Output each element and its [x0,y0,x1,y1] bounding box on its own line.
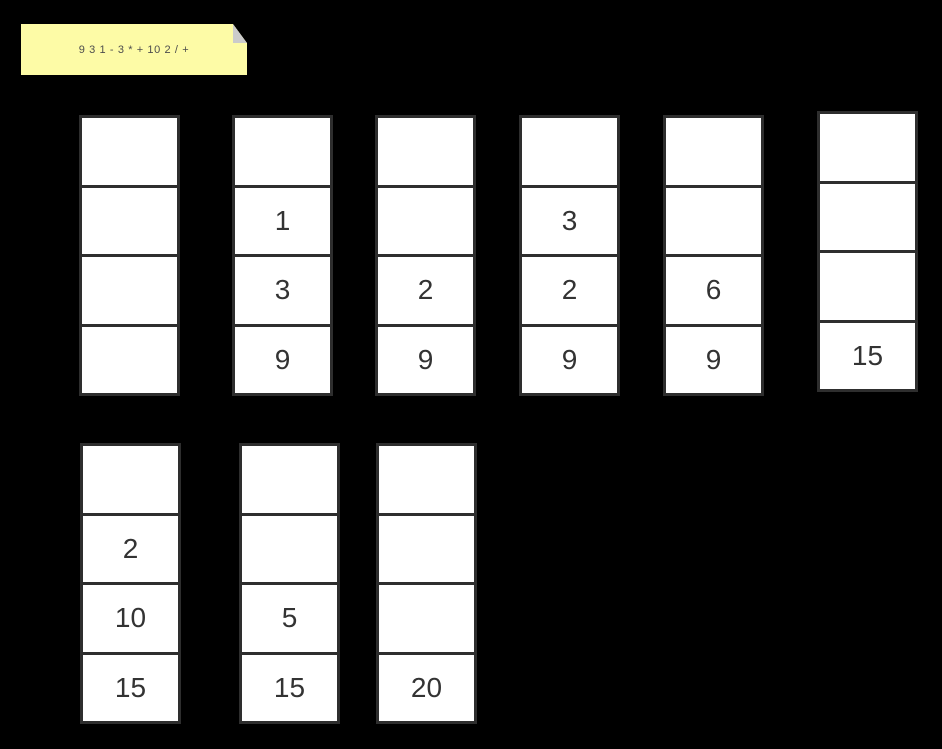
stack-snapshot-1 [79,115,180,396]
stack-cell-value: 9 [417,343,434,375]
stack-cell: 15 [242,655,337,722]
stack-snapshot-8: 5 15 [239,443,340,724]
postfix-expression-text: 9 3 1 - 3 * + 10 2 / + [78,43,190,56]
stack-cell [82,188,177,257]
stack-cell [378,188,473,257]
stack-cell [522,118,617,188]
stack-cell [242,516,337,585]
stack-cell [379,585,474,655]
stack-snapshot-4: 3 2 9 [519,115,620,396]
stack-cell-value: 2 [561,274,578,306]
stack-cell: 9 [522,327,617,394]
stack-cell [242,446,337,516]
stack-cell: 5 [242,585,337,655]
stack-cell-value: 1 [274,204,291,236]
stack-cell: 20 [379,655,474,722]
stack-cell-value: 15 [114,671,147,703]
stack-cell [378,118,473,188]
stack-cell: 3 [235,257,330,327]
stack-cell: 15 [83,655,178,722]
stack-cell: 10 [83,585,178,655]
stack-cell [666,118,761,188]
stack-cell: 1 [235,188,330,257]
stack-snapshot-7: 2 10 15 [80,443,181,724]
stack-cell [820,253,915,323]
stack-cell [820,184,915,253]
stack-cell-value: 20 [410,671,443,703]
stack-cell-value: 2 [122,532,139,564]
stack-cell-value: 10 [114,602,147,634]
stack-cell: 9 [378,327,473,394]
stack-cell [666,188,761,257]
folded-corner-icon [233,24,247,43]
stack-snapshot-6: 15 [817,111,918,392]
stack-cell [820,114,915,184]
stack-cell: 15 [820,323,915,390]
stack-cell: 6 [666,257,761,327]
stack-cell [379,516,474,585]
stack-cell-value: 9 [705,343,722,375]
stack-cell: 9 [235,327,330,394]
stack-cell: 3 [522,188,617,257]
stack-cell-value: 5 [281,602,298,634]
stack-cell-value: 3 [274,274,291,306]
stack-cell [82,118,177,188]
stack-cell [379,446,474,516]
stack-cell [235,118,330,188]
stack-snapshot-2: 1 3 9 [232,115,333,396]
stack-cell-value: 2 [417,274,434,306]
stack-cell-value: 9 [274,343,291,375]
stack-cell-value: 15 [851,339,884,371]
stack-cell: 9 [666,327,761,394]
stack-cell: 2 [378,257,473,327]
stack-cell-value: 9 [561,343,578,375]
stack-cell [82,257,177,327]
sticky-note: 9 3 1 - 3 * + 10 2 / + [21,24,247,75]
stack-cell [82,327,177,394]
stack-cell-value: 15 [273,671,306,703]
stack-cell [83,446,178,516]
stack-cell: 2 [522,257,617,327]
stack-cell-value: 6 [705,274,722,306]
stack-snapshot-9: 20 [376,443,477,724]
stack-cell-value: 3 [561,204,578,236]
stack-cell: 2 [83,516,178,585]
